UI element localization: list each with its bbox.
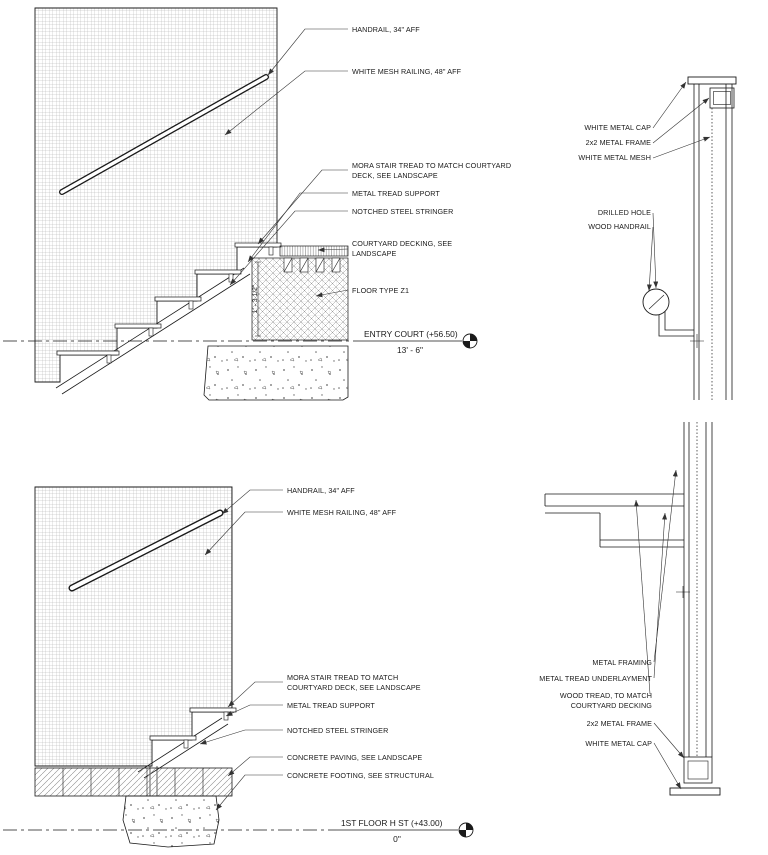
leader-lines — [224, 28, 349, 298]
benchmark-datum-icon — [462, 333, 478, 349]
label-cap: WHITE METAL CAP — [584, 123, 651, 132]
first-floor-level: 1ST FLOOR H ST (+43.00) 0" — [3, 818, 474, 844]
concrete-paving — [34, 767, 233, 797]
benchmark-datum-icon — [458, 822, 474, 838]
leader-lines — [199, 489, 283, 811]
entry-court-stair-detail: 1' - 3 1/2" HANDRAIL, 34" AFF WHITE MESH… — [3, 7, 511, 401]
mesh-railing-panel — [34, 486, 233, 767]
mounting-bolt — [690, 334, 704, 348]
annotation-labels: HANDRAIL, 34" AFF WHITE MESH RAILING, 48… — [287, 486, 434, 780]
label-mora-tread-1: MORA STAIR TREAD TO MATCH COURTYARD — [352, 161, 511, 170]
label-handrail: HANDRAIL, 34" AFF — [287, 486, 355, 495]
label-decking-2: LANDSCAPE — [352, 249, 397, 258]
label-framing: METAL FRAMING — [592, 658, 652, 667]
concrete-footing — [122, 795, 220, 848]
deck-sleepers — [283, 257, 341, 273]
label-mesh: WHITE METAL MESH — [578, 153, 651, 162]
label-floor-type: FLOOR TYPE Z1 — [352, 286, 409, 295]
label-wood-tread-1: WOOD TREAD, TO MATCH — [560, 691, 652, 700]
wood-handrail-section — [642, 288, 694, 337]
tread-assembly — [544, 493, 684, 548]
label-tread-support: METAL TREAD SUPPORT — [352, 189, 440, 198]
leader-lines — [646, 81, 711, 292]
courtyard-decking-band — [279, 245, 349, 257]
metal-frame-bottom — [683, 756, 713, 784]
concrete-structure — [203, 345, 349, 401]
railing-post — [683, 422, 713, 757]
first-floor-stair-detail: HANDRAIL, 34" AFF WHITE MESH RAILING, 48… — [3, 486, 474, 848]
level-elevation: 0" — [393, 834, 401, 844]
label-handrail: HANDRAIL, 34" AFF — [352, 25, 420, 34]
label-mora-tread-1: MORA STAIR TREAD TO MATCH — [287, 673, 398, 682]
stair-treads — [56, 242, 282, 364]
label-wood-handrail: WOOD HANDRAIL — [588, 222, 651, 231]
label-tread-support: METAL TREAD SUPPORT — [287, 701, 375, 710]
white-metal-cap — [687, 76, 737, 85]
railing-section-lower: METAL FRAMING METAL TREAD UNDERLAYMENT W… — [539, 422, 721, 796]
annotation-labels: WHITE METAL CAP 2x2 METAL FRAME WHITE ME… — [578, 123, 651, 231]
label-frame: 2x2 METAL FRAME — [586, 138, 652, 147]
railing-post — [693, 84, 733, 400]
entry-court-level: ENTRY COURT (+56.50) 13' - 6" — [3, 329, 478, 355]
label-cap: WHITE METAL CAP — [585, 739, 652, 748]
slab-dimension-text: 1' - 3 1/2" — [252, 284, 259, 313]
label-drilled-hole: DRILLED HOLE — [598, 208, 651, 217]
leader-lines — [633, 469, 685, 790]
label-mesh-railing: WHITE MESH RAILING, 48" AFF — [352, 67, 462, 76]
label-mesh-railing: WHITE MESH RAILING, 48" AFF — [287, 508, 397, 517]
label-wood-tread-2: COURTYARD DECKING — [571, 701, 653, 710]
label-underlayment: METAL TREAD UNDERLAYMENT — [539, 674, 652, 683]
mounting-bolt — [676, 586, 690, 598]
level-name: 1ST FLOOR H ST (+43.00) — [341, 818, 443, 828]
label-paving: CONCRETE PAVING, SEE LANDSCAPE — [287, 753, 422, 762]
metal-frame-top — [709, 87, 735, 109]
level-elevation: 13' - 6" — [397, 345, 423, 355]
level-name: ENTRY COURT (+56.50) — [364, 329, 458, 339]
label-footing: CONCRETE FOOTING, SEE STRUCTURAL — [287, 771, 434, 780]
handrail — [59, 74, 269, 195]
label-frame: 2x2 METAL FRAME — [587, 719, 653, 728]
white-metal-cap — [669, 787, 721, 796]
slab-dimension: 1' - 3 1/2" — [252, 261, 261, 337]
label-mora-tread-2: COURTYARD DECK, SEE LANDSCAPE — [287, 683, 421, 692]
label-stringer: NOTCHED STEEL STRINGER — [287, 726, 388, 735]
label-decking-1: COURTYARD DECKING, SEE — [352, 239, 452, 248]
annotation-labels: METAL FRAMING METAL TREAD UNDERLAYMENT W… — [539, 658, 652, 748]
label-stringer: NOTCHED STEEL STRINGER — [352, 207, 453, 216]
annotation-labels: HANDRAIL, 34" AFF WHITE MESH RAILING, 48… — [352, 25, 511, 295]
label-mora-tread-2: DECK, SEE LANDSCAPE — [352, 171, 438, 180]
handrail — [68, 509, 224, 592]
railing-section-upper: WHITE METAL CAP 2x2 METAL FRAME WHITE ME… — [578, 76, 737, 400]
